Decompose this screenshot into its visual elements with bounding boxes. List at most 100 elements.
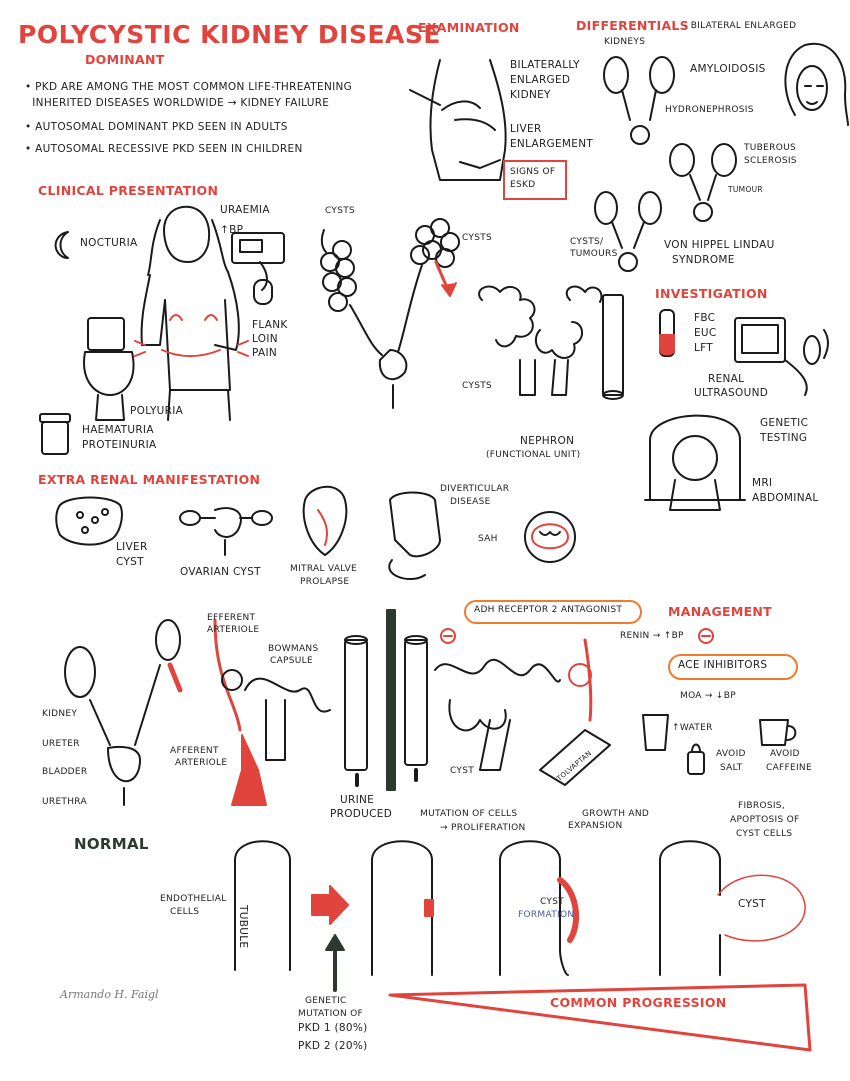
bladder-label: Bladder: [42, 767, 88, 777]
mutation-label: Mutation of cells: [420, 809, 518, 819]
renin-label: Renin → ↑BP: [620, 631, 684, 641]
diff-hydronephrosis: Hydronephrosis: [665, 105, 754, 115]
heart-drawing: [302, 485, 348, 556]
clinical-person-drawing: [134, 205, 249, 421]
bowmans-capsule-label: capsule: [270, 656, 313, 666]
inv-genetic: Genetic: [760, 417, 809, 429]
red-big-arrow-urinary: [231, 734, 267, 806]
intro-line-4: • Autosomal recessive PKD seen in childr…: [25, 143, 303, 155]
inv-renal: Renal: [708, 373, 745, 385]
cyst-apoptosis-outline: [717, 874, 806, 942]
proliferation-label: → proliferation: [440, 823, 526, 833]
divider-bar: [386, 609, 396, 791]
extra-cyst: cyst: [116, 556, 144, 568]
examination-heading: Examination: [418, 20, 520, 35]
common-progression-wedge: [388, 983, 812, 1052]
tubule-label: Tubule: [237, 905, 249, 949]
exam-item-4: Liver: [510, 123, 542, 135]
inv-mri: MRI: [752, 477, 773, 489]
exam-item-5: enlargement: [510, 138, 594, 150]
avoid-salt-label: Avoid: [716, 749, 746, 759]
diff-cysts: Cysts/: [570, 237, 604, 247]
cysts-label-c: Cysts: [462, 381, 493, 391]
cyst-formation-label-a: Cyst: [540, 897, 565, 907]
toilet-drawing: [83, 317, 135, 421]
clinical-uraemia: Uraemia: [220, 204, 270, 216]
genetic-label: Genetic: [305, 996, 347, 1006]
pkd2-label: PKD 2 (20%): [298, 1040, 368, 1052]
differentials-heading: Differentials: [576, 18, 689, 33]
inv-testing: testing: [760, 432, 808, 444]
diff-amyloidosis: Amyloidosis: [690, 63, 766, 75]
cyst-label: Cyst: [450, 766, 475, 776]
inhibit-icon-renin: [698, 628, 714, 644]
water-label: ↑Water: [672, 723, 713, 733]
normal-label: Normal: [74, 835, 149, 853]
eskd-box: [503, 160, 567, 200]
nephron-sublabel: (functional unit): [486, 450, 581, 460]
avoid-caffeine-label: Avoid: [770, 749, 800, 759]
differentials-kidneys-drawing: [594, 56, 737, 272]
tolvaptan-pack-drawing: [539, 729, 611, 786]
ovary-drawing: [179, 507, 273, 556]
cysts-label-a: Cysts: [325, 206, 356, 216]
cyst-formation-label-b: Formation: [518, 910, 575, 920]
cysts-label-b: Cysts: [462, 233, 493, 243]
examination-torso-drawing: [409, 59, 507, 181]
exam-item-1: Bilaterally: [510, 59, 580, 71]
diff-tumour: Tumour: [728, 185, 763, 194]
management-heading: Management: [668, 604, 773, 619]
woman-face-drawing: [784, 42, 849, 126]
diff-tumours: tumours: [570, 249, 618, 259]
exam-item-3: kidney: [510, 89, 551, 101]
differentials-heading-suffix-2: kidneys: [604, 37, 646, 47]
blood-pressure-monitor-drawing: [231, 232, 285, 305]
clinical-pain: pain: [252, 347, 277, 359]
intro-line-1: • PKD are among the most common life-thr…: [25, 81, 353, 93]
extra-prolapse: prolapse: [300, 577, 350, 587]
inv-euc: EUC: [694, 327, 717, 339]
extra-mitral: Mitral valve: [290, 564, 358, 574]
inv-lft: LFT: [694, 342, 714, 354]
inv-fbc: FBC: [694, 312, 716, 324]
moon-icon: [54, 231, 69, 259]
clinical-loin: loin: [252, 333, 278, 345]
cyst-growth-marker: [557, 877, 580, 943]
growth-label: Growth and: [582, 809, 650, 819]
diff-tuberous: Tuberous: [744, 143, 796, 153]
urine-jar-drawing: [39, 413, 71, 455]
mri-machine-drawing: [644, 414, 746, 511]
bowmans-label: Bowmans: [268, 644, 319, 654]
clinical-nocturia: Nocturia: [80, 237, 138, 249]
caffeine-label: caffeine: [766, 763, 812, 773]
red-arrowhead-kidney: [441, 282, 457, 297]
water-glass-drawing: [642, 714, 669, 751]
inv-ultrasound: ultrasound: [694, 387, 769, 399]
salt-shaker-drawing: [687, 743, 705, 775]
nephron-cysts-drawing: [478, 285, 624, 400]
efferent-label: Efferent: [207, 613, 256, 623]
clinical-polyuria: Polyuria: [130, 405, 184, 417]
clinical-heading: Clinical Presentation: [38, 183, 219, 198]
urethra-label: Urethra: [42, 797, 87, 807]
brain-drawing: [524, 511, 576, 563]
red-arrow-urinary: [167, 662, 183, 693]
adh-antagonist-box: [464, 600, 642, 624]
ace-inhibitors-label: ACE inhibitors: [678, 659, 768, 671]
exam-item-2: enlarged: [510, 74, 571, 86]
differentials-heading-suffix: - bilateral enlarged: [684, 21, 797, 31]
cyst-final-label: Cyst: [738, 898, 766, 910]
clinical-flank: Flank: [252, 319, 288, 331]
endothelial-cells-label: cells: [170, 907, 200, 917]
endothelial-label: Endothelial: [160, 894, 227, 904]
extra-diverticular: Diverticular: [440, 484, 510, 494]
diff-sclerosis: sclerosis: [744, 156, 797, 166]
clinical-proteinuria: Proteinuria: [82, 439, 157, 451]
diff-vhl: Von Hippel Lindau: [664, 239, 775, 251]
eskd-line-1: Signs of: [510, 167, 556, 177]
nephron-detail-drawing: [213, 618, 368, 771]
page-subtitle: Dominant: [85, 52, 165, 67]
extra-disease: disease: [450, 497, 491, 507]
ace-inhibitors-box: [668, 654, 798, 680]
